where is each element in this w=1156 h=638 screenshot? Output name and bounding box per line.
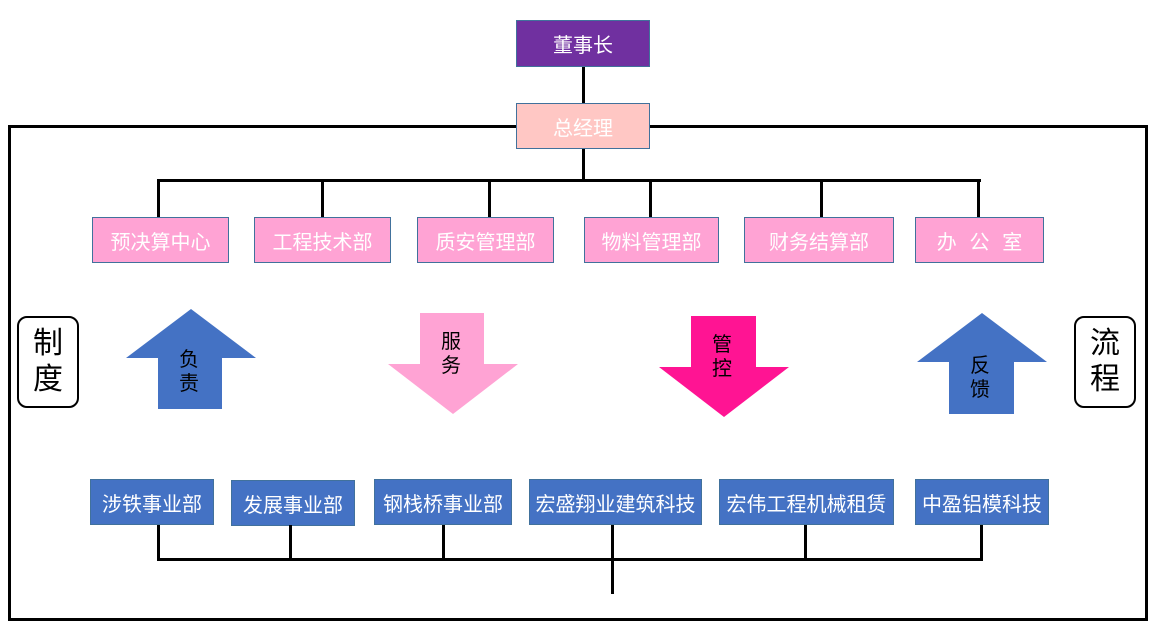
- process-label-box: 流 程: [1074, 316, 1136, 408]
- department-label: 预决算中心: [110, 229, 211, 254]
- arrow-char: 反: [970, 353, 990, 377]
- department-box[interactable]: 预决算中心: [92, 217, 229, 263]
- arrow-char: 责: [179, 371, 199, 395]
- feedback-up-arrow: 反 馈: [917, 313, 1047, 414]
- chairman-label: 董事长: [553, 33, 613, 57]
- connector-dept-6: [977, 179, 980, 217]
- connector-dept-2: [321, 179, 324, 217]
- connector-gm-bus: [582, 148, 585, 182]
- arrow-shape: [917, 313, 1047, 414]
- business-unit-box[interactable]: 宏伟工程机械租赁: [719, 479, 894, 525]
- department-box[interactable]: 工程技术部: [254, 217, 391, 263]
- business-unit-label: 发展事业部: [243, 492, 343, 517]
- arrow-char: 馈: [970, 377, 990, 401]
- side-char: 程: [1090, 362, 1120, 397]
- business-unit-box[interactable]: 发展事业部: [231, 480, 355, 526]
- department-label: 质安管理部: [435, 229, 536, 254]
- business-unit-label: 宏伟工程机械租赁: [726, 491, 887, 516]
- business-unit-label: 中盈铝模科技: [922, 491, 1042, 516]
- connector-dept-4: [649, 179, 652, 217]
- department-box[interactable]: 财务结算部: [744, 217, 894, 263]
- arrow-shape: [659, 316, 789, 417]
- department-label: 办 公 室: [936, 229, 1023, 254]
- connector-dept-3: [488, 179, 491, 217]
- department-label: 物料管理部: [601, 229, 702, 254]
- department-box[interactable]: 质安管理部: [417, 217, 554, 263]
- arrow-shape: [126, 309, 256, 409]
- service-down-arrow: 服 务: [388, 313, 518, 414]
- arrow-char: 控: [712, 356, 732, 380]
- side-char: 制: [33, 326, 63, 361]
- system-label-box: 制 度: [17, 316, 79, 408]
- business-unit-label: 宏盛翔业建筑科技: [535, 491, 696, 516]
- business-unit-label: 钢栈桥事业部: [383, 491, 503, 516]
- arrow-shape: [388, 313, 518, 414]
- connector-unit-1: [157, 525, 160, 561]
- responsibility-up-arrow: 负 责: [126, 309, 256, 409]
- business-unit-label: 涉铁事业部: [102, 491, 202, 516]
- department-box[interactable]: 物料管理部: [584, 217, 719, 263]
- business-unit-box[interactable]: 宏盛翔业建筑科技: [529, 479, 702, 525]
- connector-dept-1: [157, 179, 160, 217]
- connector-unit-6: [980, 525, 983, 561]
- arrow-char: 务: [441, 353, 461, 377]
- chairman-box[interactable]: 董事长: [516, 20, 650, 67]
- department-label: 财务结算部: [769, 229, 869, 254]
- department-label: 工程技术部: [272, 229, 373, 254]
- arrow-char: 负: [179, 347, 199, 371]
- connector-unit-5: [804, 525, 807, 561]
- general-manager-label: 总经理: [553, 115, 613, 140]
- general-manager-box[interactable]: 总经理: [516, 103, 650, 149]
- business-unit-box[interactable]: 中盈铝模科技: [915, 479, 1049, 525]
- connector-unit-3: [442, 525, 445, 561]
- connector-unit-2: [289, 525, 292, 561]
- business-unit-bus-line: [157, 558, 983, 561]
- arrow-char: 服: [441, 329, 461, 353]
- department-box[interactable]: 办 公 室: [915, 217, 1044, 263]
- control-down-arrow: 管 控: [659, 316, 789, 417]
- department-bus-line: [157, 179, 981, 182]
- connector-chairman-gm: [582, 66, 585, 104]
- side-char: 度: [33, 362, 63, 397]
- connector-dept-5: [820, 179, 823, 217]
- business-unit-box[interactable]: 钢栈桥事业部: [374, 479, 512, 525]
- business-unit-box[interactable]: 涉铁事业部: [90, 479, 214, 525]
- arrow-char: 管: [712, 332, 732, 356]
- side-char: 流: [1090, 326, 1120, 361]
